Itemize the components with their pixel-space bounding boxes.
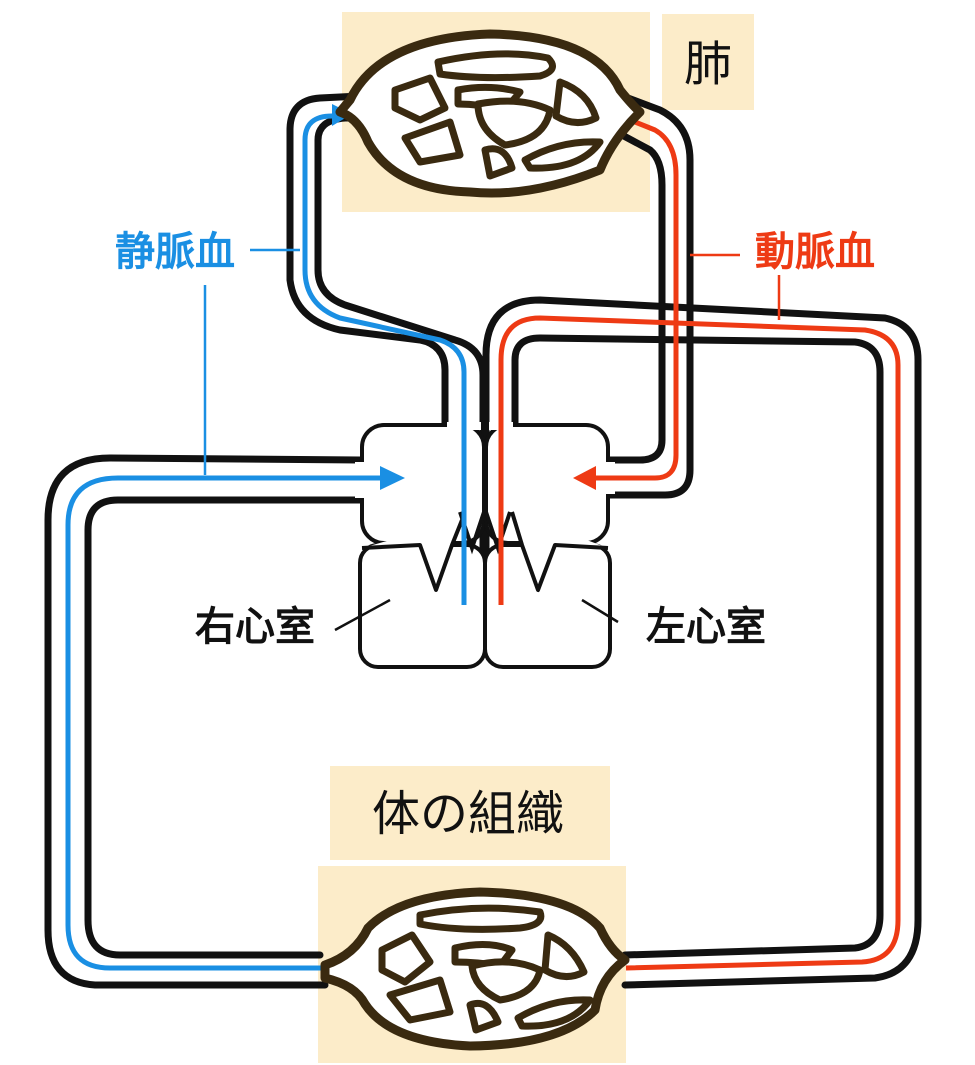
- aorta-outer-wall: [482, 296, 922, 989]
- arterial-blood-label: 動脈血: [755, 229, 875, 275]
- left-ventricle-leader: [581, 598, 619, 624]
- venous-arrow-right-atrium: [380, 466, 405, 490]
- lung-label-background: [662, 14, 754, 110]
- right-av-valve: [361, 519, 464, 592]
- pulmonary-vein-inner-wall: [606, 131, 666, 464]
- right-ventricle-leader: [334, 598, 391, 632]
- arterial-flow-systemic: [498, 315, 901, 971]
- vena-cava-outer-wall: [44, 454, 364, 989]
- pulmonary-vein-outer-wall: [606, 91, 694, 499]
- venous-flow-systemic: [65, 475, 385, 971]
- left-av-valve: [510, 511, 609, 592]
- vena-cava-inner-wall: [84, 496, 366, 959]
- arterial-arrow-left-atrium: [573, 466, 596, 490]
- lung-label: 肺: [684, 36, 732, 92]
- body-tissue-label: 体の組織: [372, 786, 564, 842]
- lung-organ: [335, 29, 645, 198]
- pulmonary-artery-outer-wall: [286, 92, 449, 559]
- left-ventricle-label: 左心室: [646, 604, 766, 650]
- pulmonary-artery-inner-wall: [314, 114, 487, 559]
- right-ventricle-label: 右心室: [195, 604, 315, 650]
- venous-blood-label: 静脈血: [115, 229, 235, 275]
- venous-flow-pulmonary: [302, 113, 467, 605]
- aortic-valve: [484, 511, 512, 555]
- aorta-inner-wall: [511, 334, 884, 959]
- body-tissue-label-background: [330, 766, 610, 860]
- arterial-flow-pulmonary: [595, 115, 679, 481]
- body-tissue-organ: [320, 887, 630, 1051]
